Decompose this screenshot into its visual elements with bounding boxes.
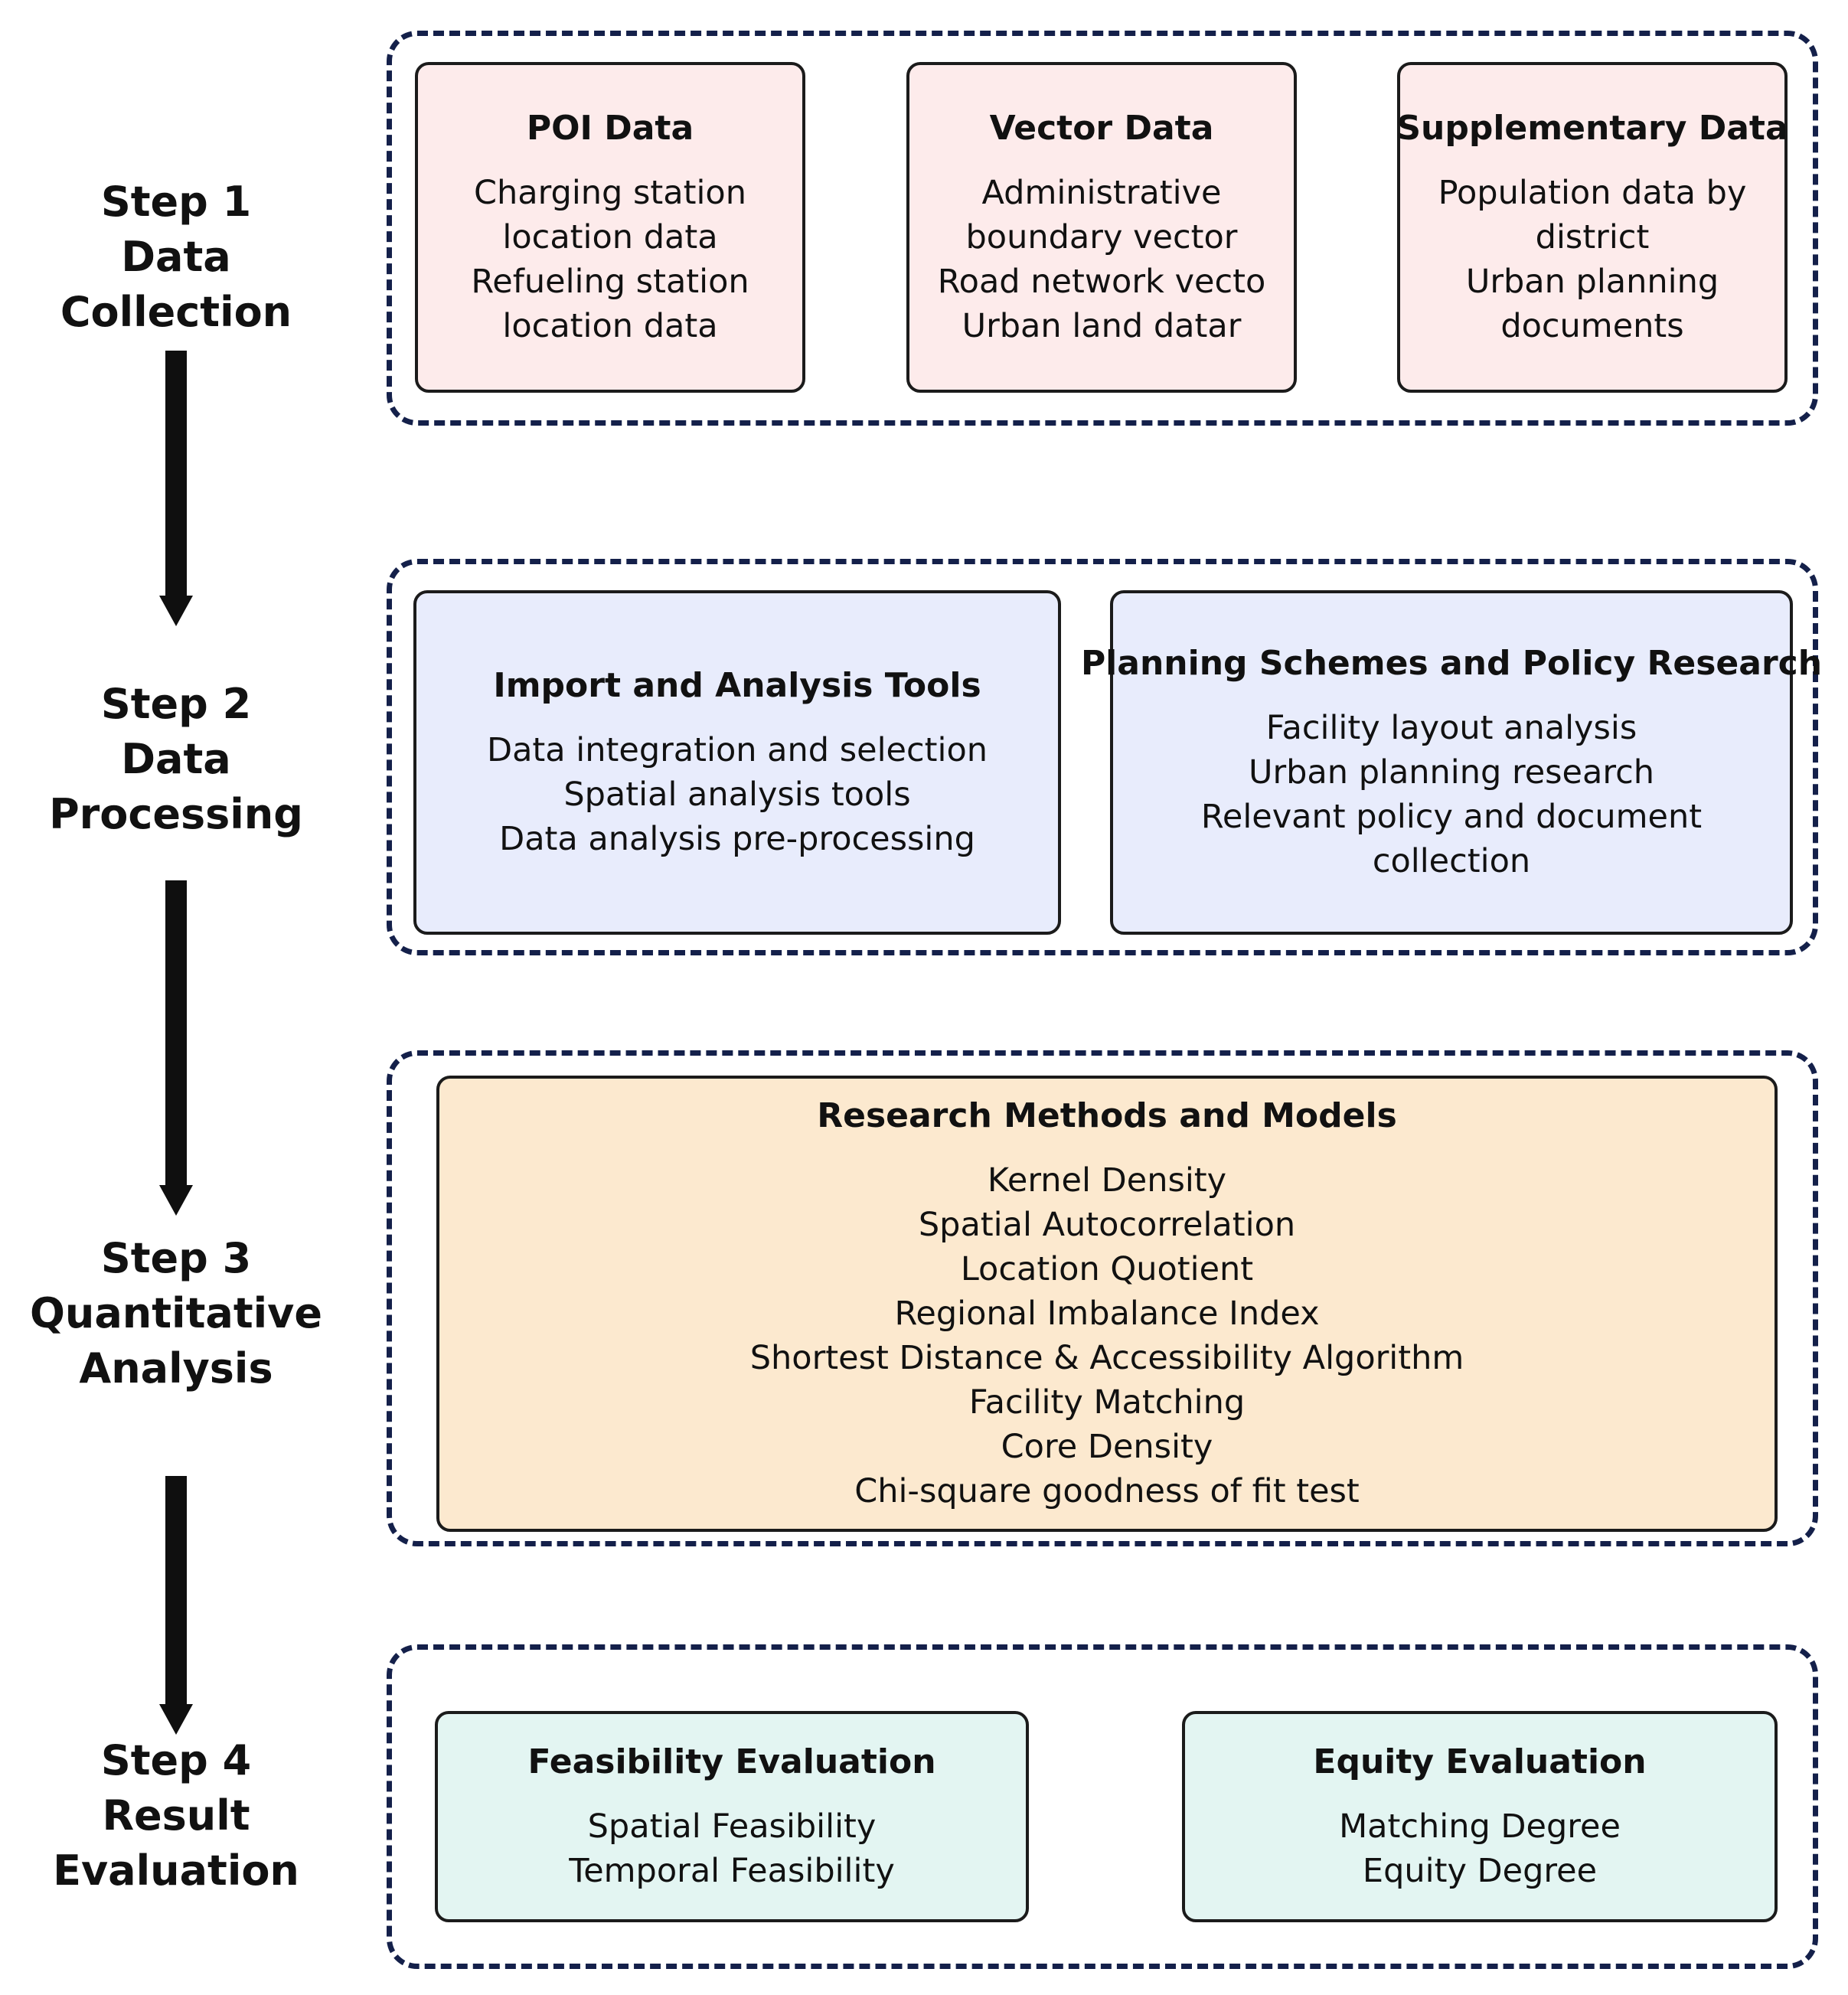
box-title: Import and Analysis Tools [493, 666, 981, 705]
box-line: Spatial analysis tools [563, 775, 911, 814]
arrow-down-icon [165, 351, 187, 597]
box-line: location data [502, 307, 718, 345]
step-4-group: Feasibility Evaluation Spatial Feasibili… [387, 1644, 1818, 1969]
box-line: Urban planning research [1248, 753, 1654, 792]
box-title: Vector Data [989, 109, 1214, 148]
box-line: Administrative [981, 174, 1222, 212]
box-line: Spatial Feasibility [587, 1807, 877, 1846]
step-2-number: Step 2 [100, 680, 252, 728]
box-title: Supplementary Data [1396, 109, 1788, 148]
box-line: Chi-square goodness of fit test [854, 1472, 1360, 1510]
box-line: Regional Imbalance Index [894, 1295, 1320, 1333]
step-1-name: Data Collection [60, 233, 292, 336]
box-line: boundary vector [965, 218, 1238, 256]
box-line: Urban planning [1465, 263, 1719, 301]
box-line: location data [502, 218, 718, 256]
box-line: Refueling station [471, 263, 749, 301]
arrow-down-icon [165, 1476, 187, 1706]
box-line: Data analysis pre-processing [499, 820, 975, 858]
step-2-name-line2: Processing [49, 790, 303, 838]
step-2-group: Import and Analysis Tools Data integrati… [387, 559, 1822, 955]
step-4-number: Step 4 [100, 1736, 252, 1784]
step-3-name-line2: Analysis [79, 1344, 273, 1393]
box-line: district [1535, 218, 1650, 256]
box-line: Kernel Density [987, 1161, 1227, 1200]
step-4-label: Step 4 Result Evaluation [0, 1733, 352, 1899]
step-3-label: Step 3 Quantitative Analysis [0, 1231, 352, 1396]
box-line: Facility Matching [968, 1383, 1246, 1422]
box-title: POI Data [526, 109, 694, 148]
box-title: Equity Evaluation [1313, 1742, 1647, 1781]
box-line: Charging station [474, 174, 746, 212]
step-1-group: POI Data Charging station location data … [387, 31, 1818, 426]
box-title: Feasibility Evaluation [527, 1742, 936, 1781]
research-methods-models-box: Research Methods and Models Kernel Densi… [436, 1076, 1778, 1532]
box-line: Equity Degree [1362, 1852, 1598, 1890]
equity-evaluation-box: Equity Evaluation Matching Degree Equity… [1182, 1711, 1778, 1922]
step-4-name-line1: Result [102, 1791, 250, 1840]
box-line: documents [1500, 307, 1684, 345]
step-3-number: Step 3 [100, 1234, 252, 1282]
step-3-group: Research Methods and Models Kernel Densi… [387, 1050, 1818, 1546]
step-1-number: Step 1 [100, 178, 252, 226]
step-2-name-line1: Data [121, 735, 231, 783]
box-line: Data integration and selection [486, 731, 988, 769]
box-line: Core Density [1001, 1428, 1213, 1466]
box-line: Road network vecto [937, 263, 1266, 301]
import-analysis-tools-box: Import and Analysis Tools Data integrati… [413, 590, 1061, 935]
planning-schemes-policy-box: Planning Schemes and Policy Research Fac… [1081, 590, 1822, 935]
box-line: Population data by [1438, 174, 1747, 212]
box-title: Planning Schemes and Policy Research [1080, 644, 1823, 683]
feasibility-evaluation-box: Feasibility Evaluation Spatial Feasibili… [435, 1711, 1029, 1922]
box-line: Facility layout analysis [1265, 709, 1637, 747]
step-3-name-line1: Quantitative [30, 1289, 322, 1337]
box-line: Urban land datar [962, 307, 1242, 345]
step-4-name-line2: Evaluation [53, 1846, 299, 1895]
step-2-label: Step 2 Data Processing [0, 677, 352, 842]
arrow-down-icon [165, 880, 187, 1187]
step-1-label: Step 1 Data Collection [0, 175, 352, 340]
box-line: Shortest Distance & Accessibility Algori… [749, 1339, 1464, 1377]
supplementary-data-box: Supplementary Data Population data by di… [1396, 62, 1788, 393]
vector-data-box: Vector Data Administrative boundary vect… [906, 62, 1297, 393]
poi-data-box: POI Data Charging station location data … [415, 62, 805, 393]
box-line: collection [1372, 842, 1531, 880]
box-line: Spatial Autocorrelation [918, 1206, 1296, 1244]
box-title: Research Methods and Models [817, 1096, 1397, 1135]
box-line: Temporal Feasibility [569, 1852, 895, 1890]
box-line: Matching Degree [1339, 1807, 1621, 1846]
box-line: Location Quotient [960, 1250, 1254, 1288]
box-line: Relevant policy and document [1200, 798, 1703, 836]
